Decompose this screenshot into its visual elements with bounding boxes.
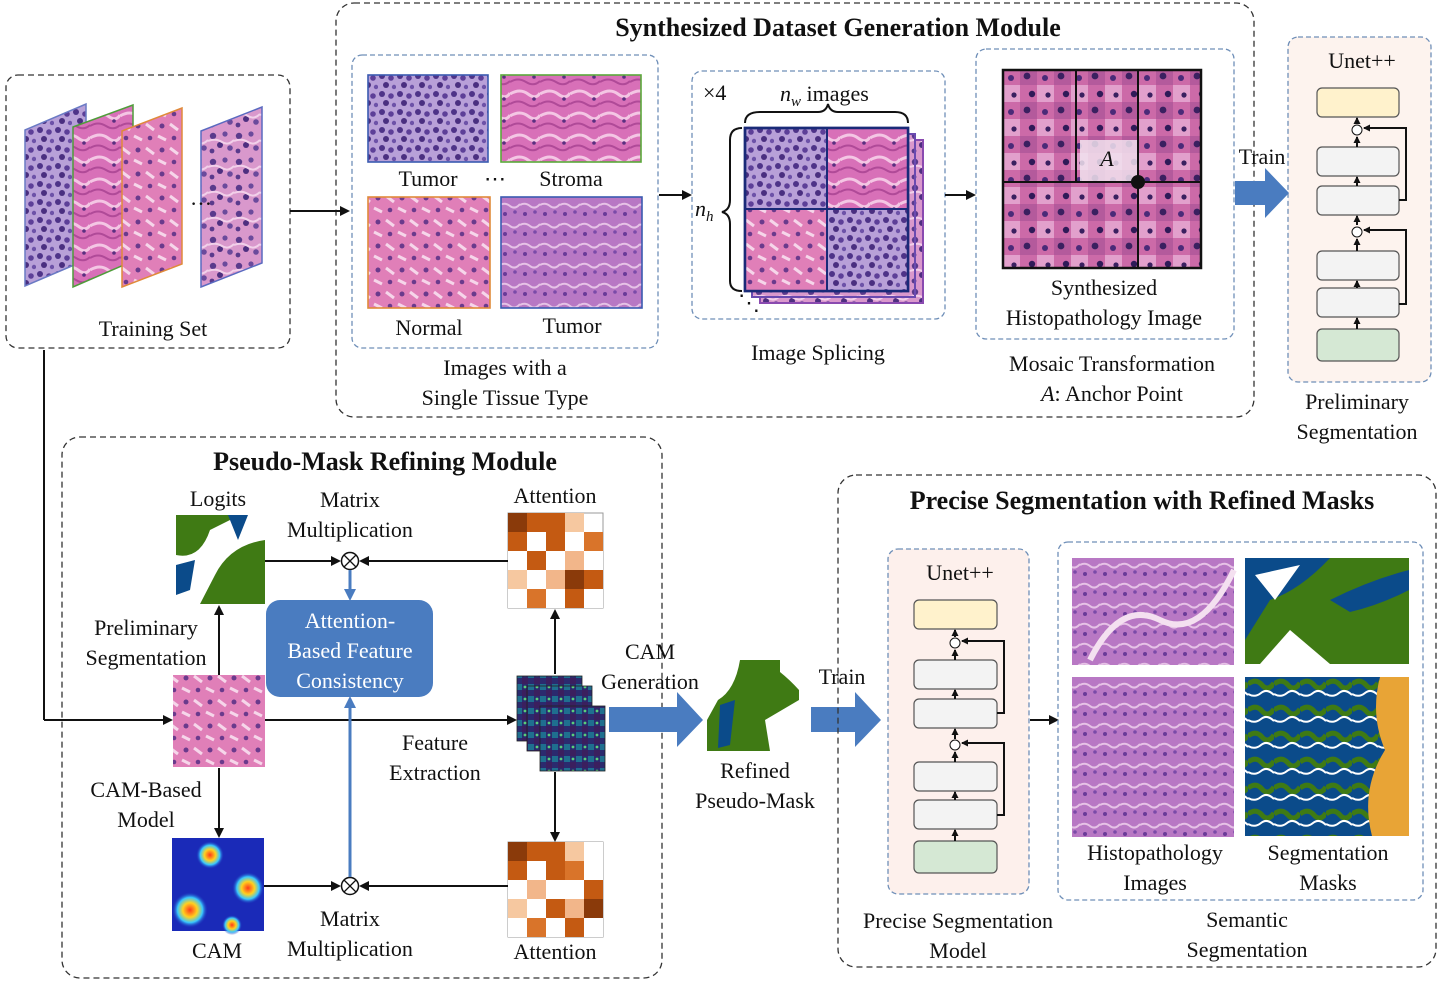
precise-unet-label: Unet++ — [926, 560, 994, 585]
prelim-unet-label: Unet++ — [1328, 48, 1396, 73]
mosaic-caption-1: Mosaic Transformation — [1009, 351, 1215, 376]
anchor-label: A — [1098, 146, 1114, 171]
splice-nh: nh — [695, 196, 714, 225]
precise-module-box — [837, 474, 1437, 968]
refined-label-1: Refined — [720, 758, 790, 783]
pseudo-module-title: Pseudo-Mask Refining Module — [213, 447, 557, 476]
seg-label-2: Masks — [1299, 870, 1356, 895]
anchor-point — [1131, 175, 1145, 189]
tumor-patch-1 — [367, 74, 489, 163]
splice-cell-tumor — [827, 209, 908, 291]
prelim-caption-2: Segmentation — [1297, 419, 1418, 444]
prelim-unet-blocks — [1316, 87, 1407, 362]
hist-image-2 — [1072, 677, 1234, 837]
prelim-caption-1: Preliminary — [1305, 389, 1409, 414]
single-tissue-caption-1: Images with a — [443, 355, 567, 380]
single-tissue-box — [351, 54, 659, 349]
feature-stack — [516, 675, 606, 772]
training-dots: … — [190, 185, 212, 210]
tumor-patch-2 — [500, 196, 643, 309]
nw-brace — [744, 103, 909, 124]
training-stack — [24, 102, 263, 289]
precise-module-title: Precise Segmentation with Refined Masks — [910, 486, 1375, 515]
attention-bottom-matrix — [507, 841, 604, 938]
train-label-bottom: Train — [819, 664, 866, 689]
training-set-label: Training Set — [99, 316, 208, 341]
matmul-bottom-label-1: Matrix — [320, 906, 380, 931]
mosaic-img-label-2: Histopathology Image — [1006, 305, 1202, 330]
cam-gen-arrow — [609, 692, 703, 747]
hist-label-1: Histopathology — [1087, 840, 1223, 865]
semantic-label-2: Segmentation — [1187, 937, 1308, 962]
feature-extraction-label-1: Feature — [402, 730, 468, 755]
mosaic-caption-2: A: Anchor Point — [1039, 381, 1183, 406]
tissue-dots: ⋯ — [484, 166, 506, 191]
train-arrow-bottom — [811, 692, 881, 747]
tissue-label-tumor-1: Tumor — [398, 166, 458, 191]
mosaic-box — [975, 48, 1235, 340]
afc-label-1: Attention- — [305, 608, 395, 633]
splice-dots: ⋱ — [738, 290, 760, 315]
splice-cell-normal — [745, 209, 827, 291]
mosaic-img-label-1: Synthesized — [1051, 275, 1157, 300]
afc-box — [266, 600, 433, 697]
splice-times: ×4 — [703, 80, 726, 105]
attention-top-matrix — [507, 512, 604, 609]
semantic-label-1: Semantic — [1206, 907, 1288, 932]
afc-label-3: Consistency — [296, 668, 404, 693]
splice-nw: nw images — [780, 81, 869, 110]
precise-model-label-1: Precise Segmentation — [863, 908, 1053, 933]
nh-brace — [721, 127, 743, 292]
normal-patch — [367, 196, 491, 309]
afc-label-2: Based Feature — [287, 638, 412, 663]
tissue-label-normal: Normal — [395, 315, 462, 340]
splice-cell-stroma — [827, 128, 908, 209]
attention-top-label: Attention — [513, 483, 596, 508]
pseudo-prelim-label-1: Preliminary — [94, 615, 198, 640]
precise-unet-blocks — [913, 599, 1005, 874]
cam-gen-label-1: CAM — [625, 639, 675, 664]
train-arrow-top — [1235, 168, 1289, 218]
logits-label: Logits — [190, 486, 246, 511]
matmul-bottom-label-2: Multiplication — [287, 936, 413, 961]
attention-bottom-label: Attention — [513, 939, 596, 964]
input-patch — [173, 675, 265, 767]
refined-label-2: Pseudo-Mask — [695, 788, 815, 813]
cam-model-label-1: CAM-Based — [90, 777, 201, 802]
pseudo-prelim-label-2: Segmentation — [86, 645, 207, 670]
semantic-box — [1057, 541, 1424, 901]
tissue-label-tumor-2: Tumor — [542, 313, 602, 338]
matmul-top-label-2: Multiplication — [287, 517, 413, 542]
feature-extraction-label-2: Extraction — [389, 760, 481, 785]
cam-model-label-2: Model — [117, 807, 174, 832]
seg-label-1: Segmentation — [1268, 840, 1389, 865]
stroma-patch — [500, 74, 642, 163]
hist-label-2: Images — [1123, 870, 1187, 895]
tissue-label-stroma: Stroma — [539, 166, 603, 191]
train-label-top: Train — [1239, 144, 1286, 169]
cam-gen-label-2: Generation — [601, 669, 699, 694]
matmul-top-label-1: Matrix — [320, 487, 380, 512]
splicing-caption: Image Splicing — [751, 340, 885, 365]
precise-model-label-2: Model — [929, 938, 986, 963]
single-tissue-caption-2: Single Tissue Type — [422, 385, 589, 410]
synth-module-title: Synthesized Dataset Generation Module — [615, 13, 1061, 42]
cam-label: CAM — [192, 938, 242, 963]
